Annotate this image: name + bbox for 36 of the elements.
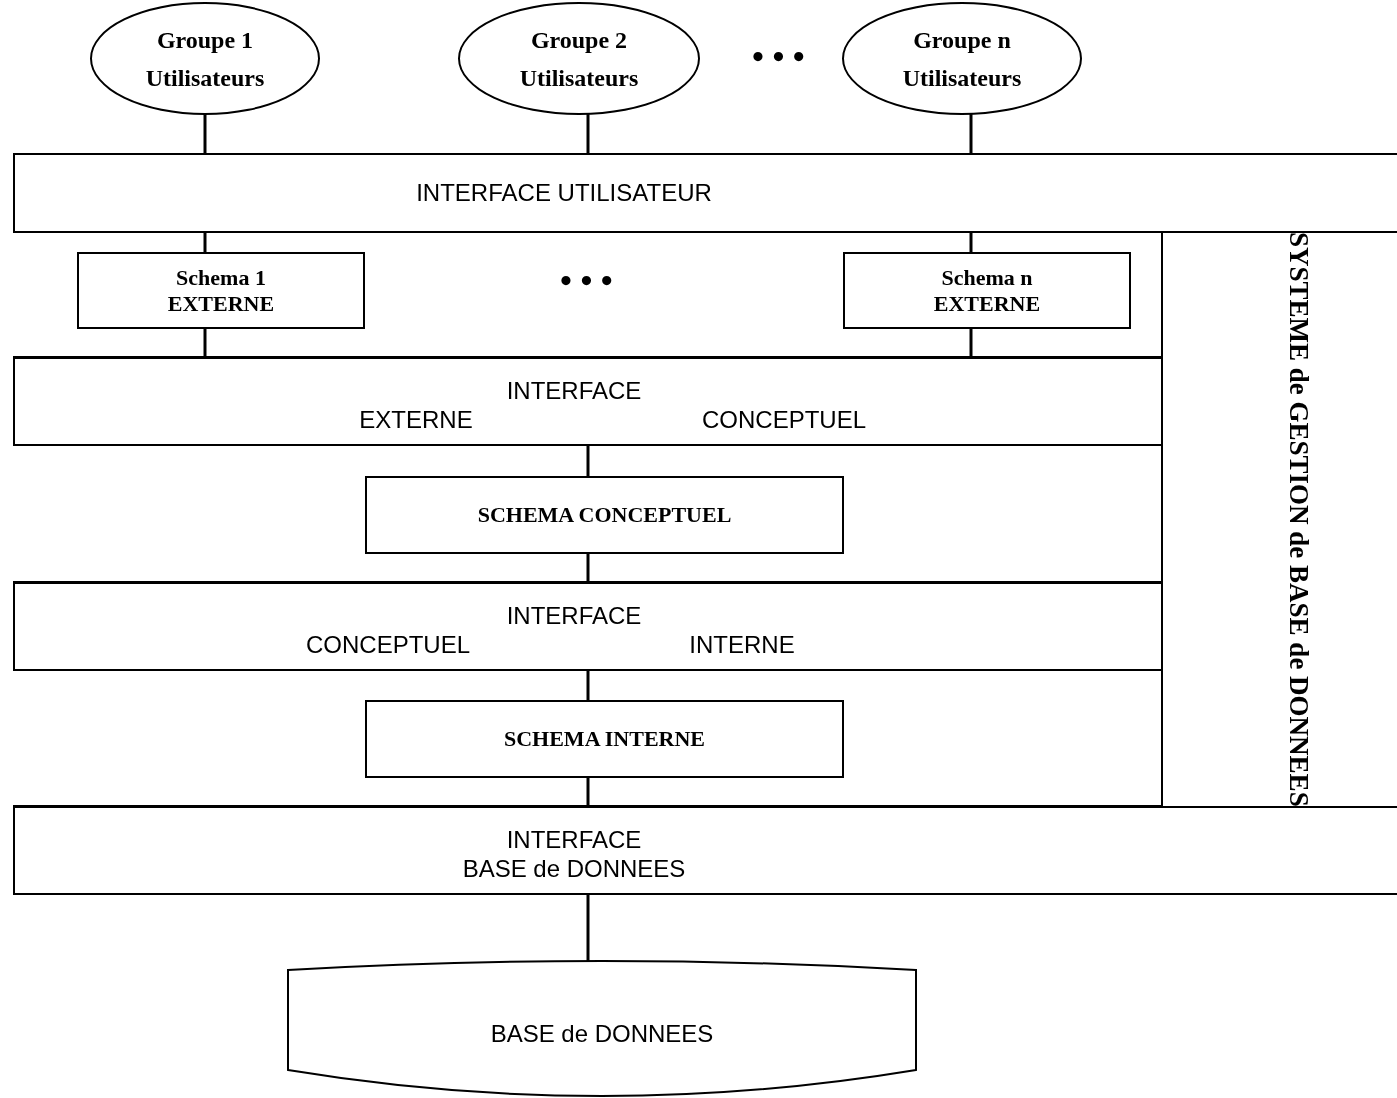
database-cylinder [287,958,917,1098]
cylinder-label: BASE de DONNEES [490,1020,714,1048]
connector-line [586,778,590,806]
band-label: CONCEPTUEL [306,631,470,659]
connector-line [586,554,590,582]
connector-line [203,114,207,153]
connector-line [969,329,973,357]
interface-band: INTERFACE UTILISATEUR [13,153,1397,233]
connector-line [586,446,590,476]
user-group-ellipse: Groupe 2 Utilisateurs [458,2,700,115]
connector-line [203,233,207,252]
band-label: EXTERNE [359,406,473,434]
schema-box: SCHEMA CONCEPTUEL [365,476,844,554]
schema-box: Schema 1 EXTERNE [77,252,365,329]
interface-band [13,806,1397,895]
band-label: INTERFACE [506,377,642,405]
band-label: CONCEPTUEL [702,406,866,434]
ellipsis-mark: • • • [752,38,805,76]
schema-box: SCHEMA INTERNE [365,700,844,778]
ellipsis-mark: • • • [560,262,613,300]
band-label: INTERNE [689,631,795,659]
connector-line [586,113,590,153]
user-group-ellipse: Groupe 1 Utilisateurs [90,2,320,115]
side-title: SYSTEME de GESTION de BASE de DONNEES [1283,232,1314,807]
connector-line [969,233,973,252]
user-group-ellipse: Groupe n Utilisateurs [842,2,1082,115]
connector-line [586,671,590,700]
connector-line [586,895,590,962]
band-label: INTERFACE [506,602,642,630]
connector-line [203,329,207,357]
band-label: INTERFACE [506,826,642,854]
interface-band [13,357,1163,446]
connector-line [969,113,973,153]
schema-box: Schema n EXTERNE [843,252,1131,329]
interface-band [13,582,1163,671]
band-label: BASE de DONNEES [462,855,686,883]
